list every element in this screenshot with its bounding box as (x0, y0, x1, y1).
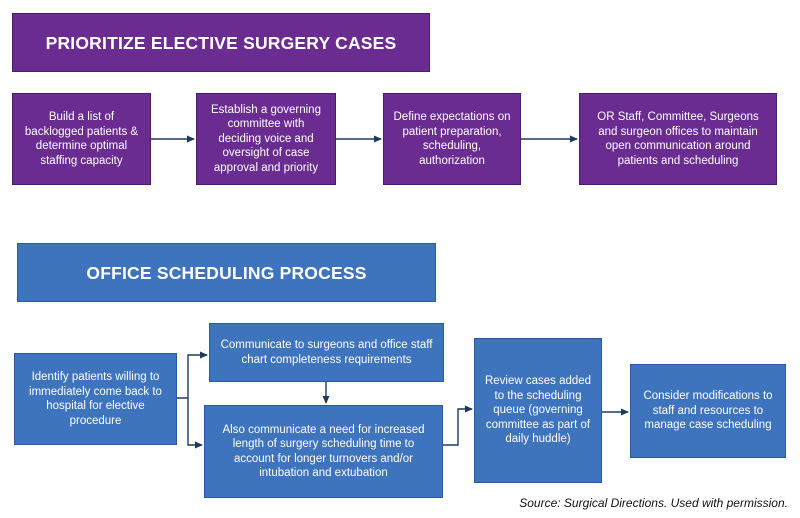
step-open-communication: OR Staff, Committee, Surgeons and surgeo… (579, 93, 777, 185)
arrow-identify-to-communicate (177, 351, 208, 399)
step-define-expectations: Define expectations on patient preparati… (383, 93, 521, 185)
step-identify-patients: Identify patients willing to immediately… (14, 353, 177, 445)
step-communicate-scheduling-time: Also communicate a need for increased le… (204, 405, 443, 498)
arrow-also-communicate-to-review (443, 405, 473, 446)
source-credit: Source: Surgical Directions. Used with p… (519, 496, 788, 510)
prioritize-header: PRIORITIZE ELECTIVE SURGERY CASES (12, 13, 430, 72)
step-review-cases: Review cases added to the scheduling que… (474, 338, 602, 483)
step-consider-modifications: Consider modifications to staff and reso… (630, 364, 786, 458)
step-establish-committee: Establish a governing committee with dec… (196, 93, 336, 185)
step-communicate-requirements: Communicate to surgeons and office staff… (209, 323, 444, 382)
arrow-identify-to-also-communicate (187, 398, 203, 449)
office-scheduling-header: OFFICE SCHEDULING PROCESS (17, 243, 436, 302)
step-build-backlog-list: Build a list of backlogged patients & de… (12, 93, 151, 185)
